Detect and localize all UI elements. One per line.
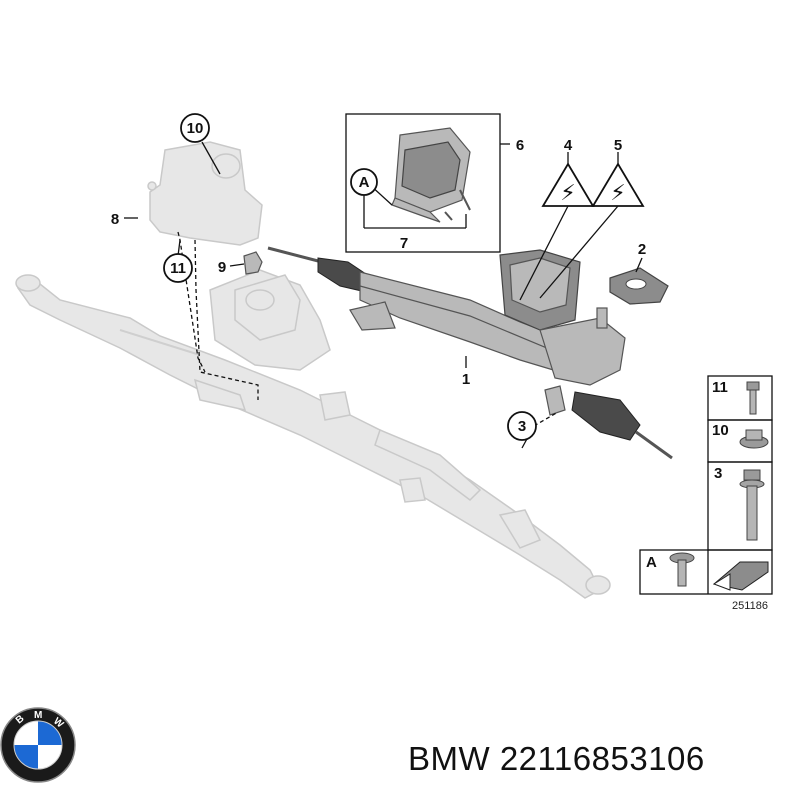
callout-8-label: 8 xyxy=(111,211,119,228)
bolt-3-icon xyxy=(739,469,765,541)
washer-pad-icon xyxy=(712,561,769,591)
callout-2-label: 2 xyxy=(638,241,646,258)
callout-5-label: 5 xyxy=(614,137,622,154)
callout-11: 11 xyxy=(163,253,193,283)
legend-3-label: 3 xyxy=(714,465,722,482)
leader-10 xyxy=(201,141,221,175)
legend-a-label: A xyxy=(646,554,657,571)
callout-11-label: 11 xyxy=(170,260,186,277)
bolt-11-icon xyxy=(746,381,760,415)
callout-1-label: 1 xyxy=(462,371,470,388)
screw-a-icon xyxy=(669,552,695,587)
part-number-caption: BMW 22116853106 xyxy=(408,740,705,777)
callout-6-label: 6 xyxy=(516,137,524,154)
washer-part-2 xyxy=(609,257,669,305)
svg-text:⚡: ⚡ xyxy=(610,181,625,206)
steering-rack-part-1 xyxy=(267,246,673,460)
attachment-line-8 xyxy=(177,231,206,373)
attachment-line-3 xyxy=(533,411,559,427)
attachment-line-11 xyxy=(194,239,259,400)
callout-7-label: 7 xyxy=(400,235,408,252)
callout-10: 10 xyxy=(180,113,210,143)
legend-10-label: 10 xyxy=(712,422,729,439)
callout-3: 3 xyxy=(507,411,537,441)
bmw-logo-letter-m: M xyxy=(34,710,42,721)
callout-a: A xyxy=(350,168,378,196)
control-unit-box-part-6 xyxy=(345,113,510,253)
callout-10-label: 10 xyxy=(187,120,204,137)
reference-number: 251186 xyxy=(732,600,768,612)
ghost-steering-rack xyxy=(15,269,611,599)
callout-3-label: 3 xyxy=(518,418,526,435)
callout-a-label: A xyxy=(359,174,370,191)
legend-11-label: 11 xyxy=(712,379,728,396)
svg-text:⚡: ⚡ xyxy=(560,181,575,206)
flange-nut-10-icon xyxy=(739,429,769,449)
warning-label-part-4: ⚡ xyxy=(519,152,595,301)
warning-label-part-5: ⚡ xyxy=(539,152,645,299)
callout-4-label: 4 xyxy=(564,137,573,154)
bmw-logo: B M W xyxy=(0,707,76,783)
bracket-part-9 xyxy=(229,251,263,275)
callout-9-label: 9 xyxy=(218,259,226,276)
fastener-legend: 11 10 3 A 251186 xyxy=(639,375,773,612)
heat-shield xyxy=(147,141,263,246)
